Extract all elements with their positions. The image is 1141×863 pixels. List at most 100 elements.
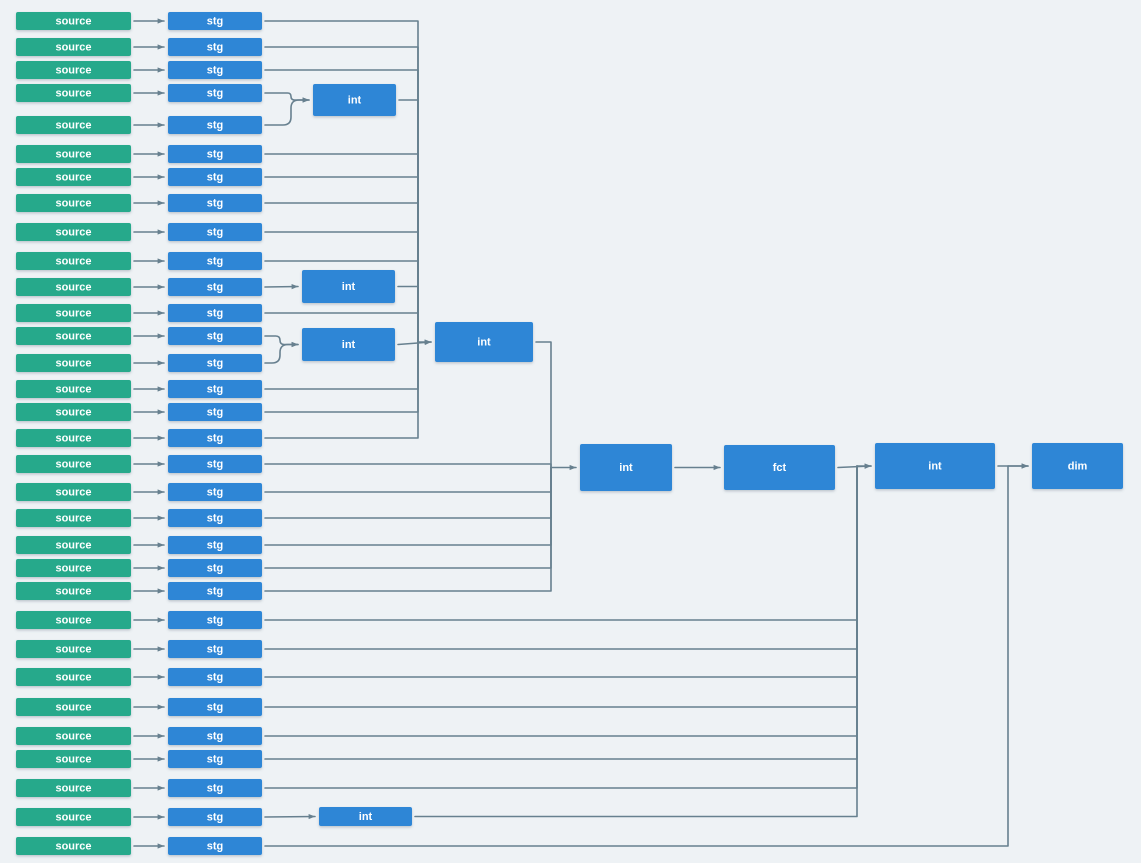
node-box[interactable] bbox=[16, 116, 131, 134]
node-box[interactable] bbox=[168, 278, 262, 296]
node-box[interactable] bbox=[319, 807, 412, 826]
node-box[interactable] bbox=[16, 84, 131, 102]
node-box[interactable] bbox=[16, 779, 131, 797]
node-box[interactable] bbox=[16, 698, 131, 716]
node-box[interactable] bbox=[16, 168, 131, 186]
node-box[interactable] bbox=[16, 429, 131, 447]
node-staging[interactable]: stg bbox=[168, 750, 262, 768]
node-source[interactable]: source bbox=[16, 429, 131, 447]
node-box[interactable] bbox=[168, 509, 262, 527]
node-source[interactable]: source bbox=[16, 668, 131, 686]
node-staging[interactable]: stg bbox=[168, 278, 262, 296]
node-box[interactable] bbox=[16, 750, 131, 768]
node-staging[interactable]: stg bbox=[168, 483, 262, 501]
node-staging[interactable]: stg bbox=[168, 403, 262, 421]
node-box[interactable] bbox=[16, 12, 131, 30]
node-staging[interactable]: stg bbox=[168, 61, 262, 79]
node-box[interactable] bbox=[168, 559, 262, 577]
node-box[interactable] bbox=[168, 12, 262, 30]
node-staging[interactable]: stg bbox=[168, 727, 262, 745]
node-box[interactable] bbox=[168, 145, 262, 163]
node-source[interactable]: source bbox=[16, 582, 131, 600]
node-box[interactable] bbox=[16, 837, 131, 855]
node-box[interactable] bbox=[168, 168, 262, 186]
node-source[interactable]: source bbox=[16, 536, 131, 554]
node-dimension[interactable]: dim bbox=[1032, 443, 1123, 489]
node-box[interactable] bbox=[168, 611, 262, 629]
node-box[interactable] bbox=[16, 536, 131, 554]
node-intermediate[interactable]: int bbox=[302, 270, 395, 303]
node-source[interactable]: source bbox=[16, 403, 131, 421]
node-box[interactable] bbox=[168, 252, 262, 270]
node-staging[interactable]: stg bbox=[168, 116, 262, 134]
node-source[interactable]: source bbox=[16, 455, 131, 473]
node-source[interactable]: source bbox=[16, 698, 131, 716]
node-staging[interactable]: stg bbox=[168, 837, 262, 855]
node-box[interactable] bbox=[875, 443, 995, 489]
node-box[interactable] bbox=[16, 327, 131, 345]
node-box[interactable] bbox=[16, 582, 131, 600]
node-source[interactable]: source bbox=[16, 168, 131, 186]
node-staging[interactable]: stg bbox=[168, 668, 262, 686]
node-source[interactable]: source bbox=[16, 483, 131, 501]
node-box[interactable] bbox=[16, 194, 131, 212]
node-source[interactable]: source bbox=[16, 750, 131, 768]
node-intermediate[interactable]: int bbox=[319, 807, 412, 826]
node-box[interactable] bbox=[16, 455, 131, 473]
node-staging[interactable]: stg bbox=[168, 429, 262, 447]
node-box[interactable] bbox=[16, 611, 131, 629]
node-box[interactable] bbox=[168, 116, 262, 134]
node-staging[interactable]: stg bbox=[168, 304, 262, 322]
node-box[interactable] bbox=[168, 429, 262, 447]
node-source[interactable]: source bbox=[16, 509, 131, 527]
node-box[interactable] bbox=[724, 445, 835, 490]
node-staging[interactable]: stg bbox=[168, 582, 262, 600]
node-box[interactable] bbox=[16, 252, 131, 270]
node-box[interactable] bbox=[302, 328, 395, 361]
node-box[interactable] bbox=[168, 698, 262, 716]
node-staging[interactable]: stg bbox=[168, 640, 262, 658]
node-staging[interactable]: stg bbox=[168, 38, 262, 56]
node-box[interactable] bbox=[168, 455, 262, 473]
node-source[interactable]: source bbox=[16, 145, 131, 163]
node-box[interactable] bbox=[16, 38, 131, 56]
node-source[interactable]: source bbox=[16, 611, 131, 629]
node-box[interactable] bbox=[168, 327, 262, 345]
node-box[interactable] bbox=[168, 354, 262, 372]
node-staging[interactable]: stg bbox=[168, 145, 262, 163]
node-box[interactable] bbox=[168, 668, 262, 686]
node-box[interactable] bbox=[168, 380, 262, 398]
node-source[interactable]: source bbox=[16, 278, 131, 296]
node-source[interactable]: source bbox=[16, 837, 131, 855]
node-box[interactable] bbox=[168, 483, 262, 501]
node-staging[interactable]: stg bbox=[168, 223, 262, 241]
node-box[interactable] bbox=[16, 640, 131, 658]
node-staging[interactable]: stg bbox=[168, 559, 262, 577]
node-staging[interactable]: stg bbox=[168, 509, 262, 527]
node-staging[interactable]: stg bbox=[168, 698, 262, 716]
node-source[interactable]: source bbox=[16, 354, 131, 372]
node-source[interactable]: source bbox=[16, 194, 131, 212]
node-staging[interactable]: stg bbox=[168, 84, 262, 102]
node-box[interactable] bbox=[16, 403, 131, 421]
node-fact[interactable]: fct bbox=[724, 445, 835, 490]
node-box[interactable] bbox=[16, 223, 131, 241]
node-box[interactable] bbox=[168, 837, 262, 855]
node-source[interactable]: source bbox=[16, 727, 131, 745]
node-box[interactable] bbox=[302, 270, 395, 303]
node-staging[interactable]: stg bbox=[168, 611, 262, 629]
node-source[interactable]: source bbox=[16, 559, 131, 577]
node-staging[interactable]: stg bbox=[168, 194, 262, 212]
node-intermediate[interactable]: int bbox=[302, 328, 395, 361]
node-box[interactable] bbox=[168, 403, 262, 421]
node-source[interactable]: source bbox=[16, 808, 131, 826]
node-box[interactable] bbox=[168, 727, 262, 745]
node-source[interactable]: source bbox=[16, 223, 131, 241]
node-box[interactable] bbox=[16, 380, 131, 398]
node-intermediate[interactable]: int bbox=[875, 443, 995, 489]
node-box[interactable] bbox=[435, 322, 533, 362]
node-source[interactable]: source bbox=[16, 116, 131, 134]
node-box[interactable] bbox=[16, 559, 131, 577]
node-staging[interactable]: stg bbox=[168, 779, 262, 797]
